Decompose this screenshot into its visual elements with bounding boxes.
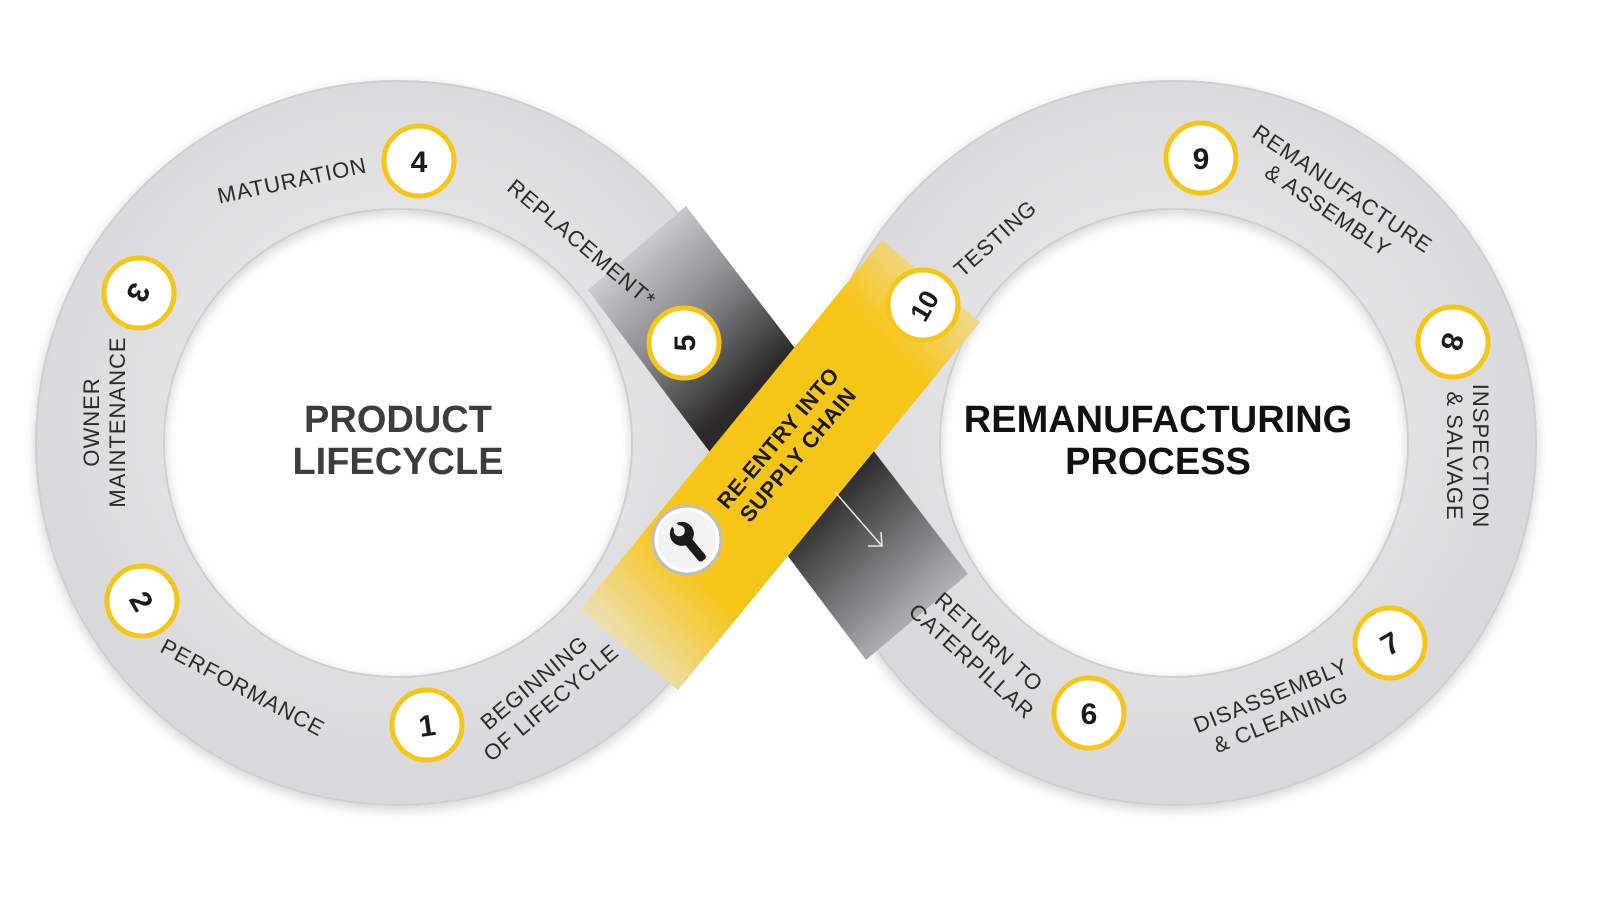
step-badge-8: 8 (1415, 304, 1491, 380)
flow-arrow (834, 491, 883, 547)
product-lifecycle-title-line-1: PRODUCT (304, 399, 492, 441)
product-lifecycle-title-line-2: LIFECYCLE (292, 441, 503, 483)
step-badge-3: 3 (101, 255, 177, 331)
step-number-1: 1 (417, 709, 438, 744)
step-label-3: OWNER MAINTENANCE (79, 336, 130, 507)
product-lifecycle-title: PRODUCT LIFECYCLE (292, 399, 503, 483)
step-label-8-line-1: INSPECTION (1468, 384, 1493, 528)
step-badge-1: 1 (389, 687, 465, 763)
step-badge-6: 6 (1051, 675, 1127, 751)
step-label-3-line-1: OWNER (79, 377, 104, 466)
step-number-5: 5 (669, 335, 702, 352)
step-badge-5: 5 (646, 305, 722, 381)
step-badge-7: 7 (1352, 605, 1428, 681)
step-number-9: 9 (1193, 143, 1210, 176)
wrench-icon (651, 504, 723, 576)
step-label-3-line-2: MAINTENANCE (105, 336, 130, 507)
step-badge-10: 10 (885, 267, 961, 343)
yellow-crossing-band (580, 240, 980, 690)
step-badge-2: 2 (104, 563, 180, 639)
step-number-6: 6 (1081, 698, 1098, 731)
step-number-4: 4 (411, 146, 428, 179)
step-label-8-line-2: & SALVAGE (1442, 391, 1467, 520)
step-badge-4: 4 (381, 123, 457, 199)
remanufacturing-process-title-line-1: REMANUFACTURING (964, 399, 1352, 441)
step-label-8: INSPECTION & SALVAGE (1442, 384, 1493, 528)
step-badge-9: 9 (1163, 120, 1239, 196)
remanufacturing-process-title: REMANUFACTURING PROCESS (964, 399, 1352, 483)
remanufacturing-process-title-line-2: PROCESS (1065, 441, 1251, 483)
